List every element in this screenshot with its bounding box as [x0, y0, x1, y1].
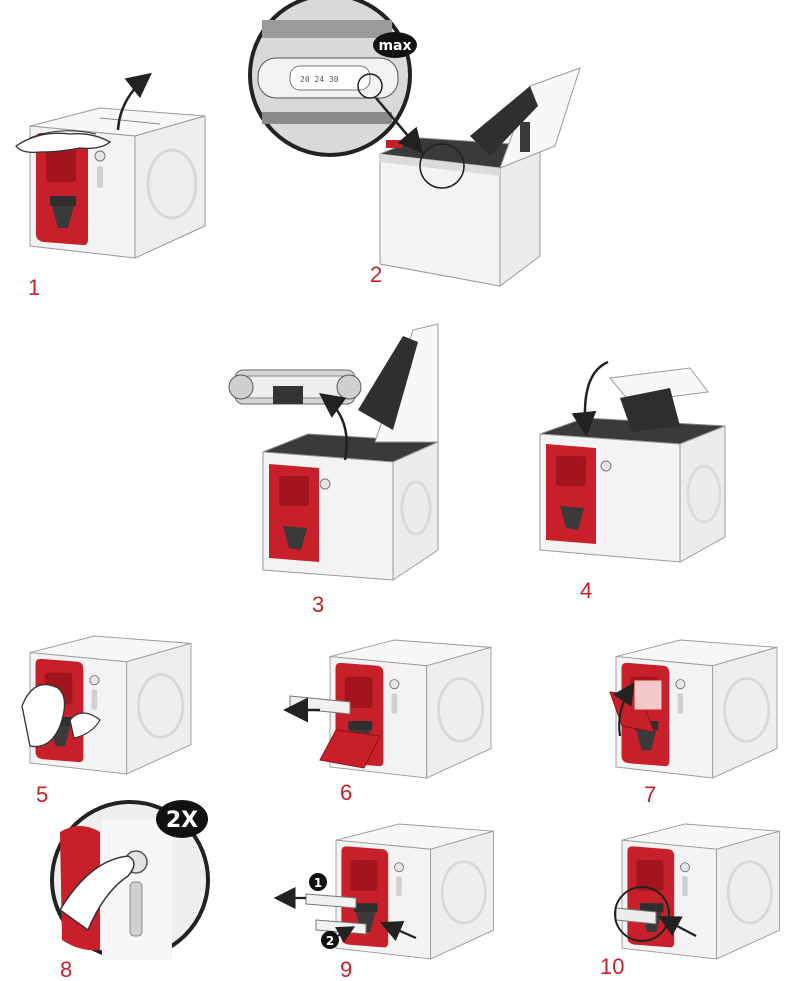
- lift-arrow-icon: [613, 682, 635, 737]
- max-badge: [373, 32, 417, 58]
- step-3: [228, 323, 439, 581]
- step-number-2: 2: [370, 262, 382, 287]
- marker-2: [321, 931, 339, 949]
- marker-1: [309, 873, 327, 891]
- step-number-5: 5: [36, 782, 48, 807]
- svg-text:1: 1: [314, 876, 322, 890]
- step-number-10: 10: [600, 954, 624, 979]
- step-10: [614, 822, 781, 961]
- finger-icon: [59, 855, 135, 932]
- step-number-1: 1: [28, 275, 40, 300]
- max-badge-label: max: [378, 38, 411, 54]
- step-7: [609, 638, 779, 780]
- press-count-label: 2X: [166, 808, 198, 833]
- step-8: 2X: [50, 800, 210, 960]
- svg-text:2: 2: [326, 934, 334, 948]
- step-6: [283, 638, 493, 780]
- insert-arrow-icon: [379, 920, 417, 942]
- step-number-8: 8: [60, 957, 72, 981]
- press-count-badge: [156, 800, 208, 838]
- ribbon-cartridge: [228, 369, 362, 405]
- step-number-7: 7: [644, 782, 656, 807]
- svg-text:20 24 30: 20 24 30: [300, 75, 339, 84]
- pointer-arrow-icon: [375, 97, 424, 154]
- lift-arrow-icon: [116, 72, 152, 131]
- step-number-6: 6: [340, 780, 352, 805]
- step-4: [539, 360, 726, 563]
- step-9: 1 2: [273, 822, 495, 961]
- close-arrow-icon: [571, 360, 609, 437]
- zoom-detail: 20 24 30: [248, 0, 412, 157]
- step-2: 20 24 30 max: [248, 0, 581, 287]
- insert-arrow-icon: [658, 915, 697, 937]
- step-5: [21, 634, 193, 776]
- hand-icon: [15, 132, 112, 154]
- step-number-4: 4: [580, 578, 592, 603]
- step-number-9: 9: [340, 957, 352, 981]
- hand-icon: [21, 683, 66, 748]
- step-1: [15, 72, 207, 260]
- remove-arrow-icon: [318, 393, 348, 461]
- step-number-3: 3: [312, 592, 324, 617]
